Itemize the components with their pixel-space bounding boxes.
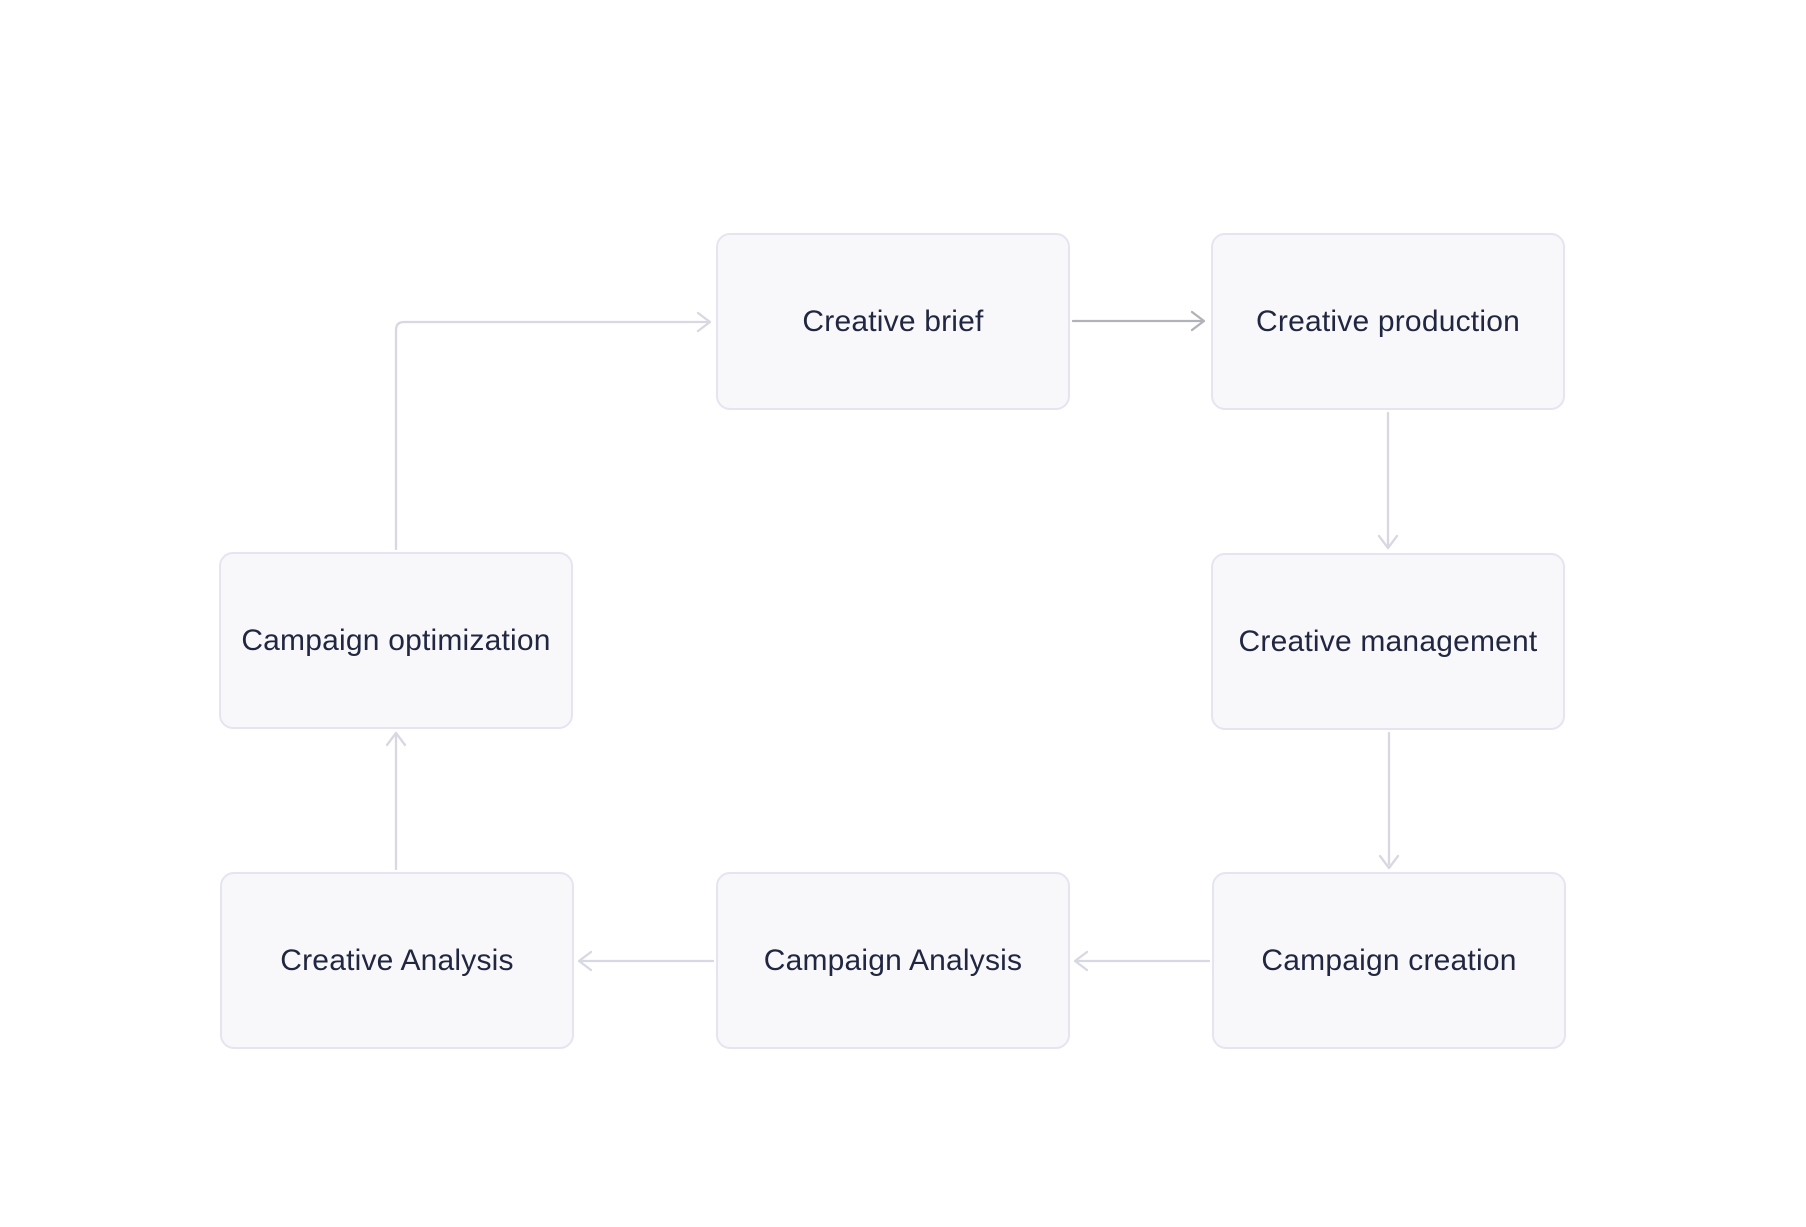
arrowhead-down-icon (1377, 534, 1399, 550)
arrowhead-up-icon (385, 731, 407, 747)
arrowhead-right-icon (1190, 310, 1206, 332)
edge-campaign-creation-to-campaign-analysis (1073, 950, 1211, 972)
arrowhead-right-icon (696, 311, 712, 333)
node-label: Creative brief (802, 304, 984, 338)
node-label: Campaign optimization (241, 623, 551, 657)
node-label: Creative Analysis (280, 943, 514, 977)
node-label: Creative management (1238, 624, 1538, 658)
edge-line (394, 320, 711, 551)
edge-creative-brief-to-creative-production (1071, 310, 1206, 332)
node-label: Creative production (1256, 304, 1520, 338)
node-creative-brief: Creative brief (716, 233, 1070, 410)
edge-creative-production-to-creative-management (1377, 411, 1399, 550)
node-creative-management: Creative management (1211, 553, 1565, 730)
edge-creative-management-to-campaign-creation (1378, 731, 1400, 870)
edge-campaign-analysis-to-creative-analysis (577, 950, 715, 972)
node-campaign-creation: Campaign creation (1212, 872, 1566, 1049)
node-label: Campaign Analysis (763, 943, 1023, 977)
edge-campaign-optimization-to-creative-brief (394, 311, 712, 551)
arrowhead-down-icon (1378, 854, 1400, 870)
node-label: Campaign creation (1261, 943, 1517, 977)
edge-creative-analysis-to-campaign-optimization (385, 731, 407, 871)
arrowhead-left-icon (577, 950, 593, 972)
node-campaign-analysis: Campaign Analysis (716, 872, 1070, 1049)
arrowhead-left-icon (1073, 950, 1089, 972)
node-creative-analysis: Creative Analysis (220, 872, 574, 1049)
node-campaign-optimization: Campaign optimization (219, 552, 573, 729)
node-creative-production: Creative production (1211, 233, 1565, 410)
